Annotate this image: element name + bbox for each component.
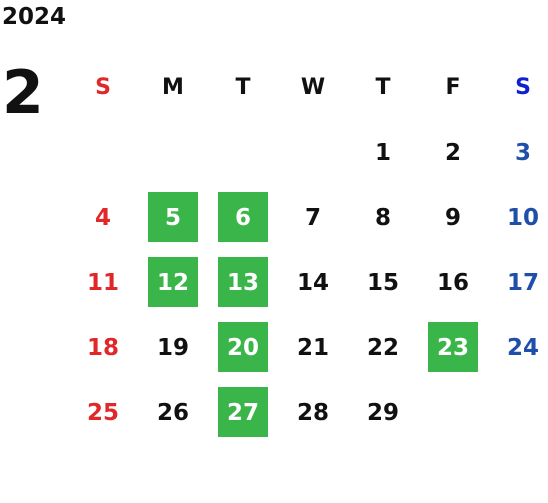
highlight-marker bbox=[428, 322, 478, 372]
day-cell[interactable]: 29 bbox=[348, 380, 418, 445]
day-cell[interactable]: 12 bbox=[138, 250, 208, 315]
day-cell[interactable]: 5 bbox=[138, 185, 208, 250]
weekday-header-fri: F bbox=[445, 75, 461, 100]
day-number: 21 bbox=[296, 334, 329, 361]
day-number: 15 bbox=[366, 269, 399, 296]
day-number: 9 bbox=[444, 204, 461, 231]
day-cell[interactable]: 26 bbox=[138, 380, 208, 445]
weekday-header-tue: T bbox=[235, 75, 251, 100]
day-number: 5 bbox=[164, 204, 181, 231]
day-number: 24 bbox=[506, 334, 539, 361]
day-cell[interactable]: 7 bbox=[278, 185, 348, 250]
day-cell[interactable]: 2 bbox=[418, 120, 488, 185]
weekday-header-thu: T bbox=[375, 75, 391, 100]
day-number: 14 bbox=[296, 269, 329, 296]
day-number: 12 bbox=[156, 269, 189, 296]
day-cell[interactable]: 24 bbox=[488, 315, 548, 380]
weekday-header-sat: S bbox=[515, 75, 531, 100]
day-number: 3 bbox=[514, 139, 531, 166]
day-number: 16 bbox=[436, 269, 469, 296]
day-cell[interactable]: 21 bbox=[278, 315, 348, 380]
highlight-marker bbox=[218, 257, 268, 307]
day-cell[interactable]: 11 bbox=[68, 250, 138, 315]
day-cell[interactable]: 8 bbox=[348, 185, 418, 250]
day-cell[interactable]: 4 bbox=[68, 185, 138, 250]
day-number: 19 bbox=[156, 334, 189, 361]
day-cell[interactable]: 23 bbox=[418, 315, 488, 380]
day-cell[interactable]: 6 bbox=[208, 185, 278, 250]
day-cell[interactable]: 19 bbox=[138, 315, 208, 380]
day-number: 18 bbox=[86, 334, 119, 361]
highlight-marker bbox=[148, 257, 198, 307]
day-number: 13 bbox=[226, 269, 259, 296]
highlight-marker bbox=[218, 322, 268, 372]
day-number: 22 bbox=[366, 334, 399, 361]
weekday-header-wed: W bbox=[300, 75, 326, 100]
day-cell[interactable]: 27 bbox=[208, 380, 278, 445]
day-number: 27 bbox=[226, 399, 259, 426]
day-cell[interactable]: 25 bbox=[68, 380, 138, 445]
day-cell[interactable]: 10 bbox=[488, 185, 548, 250]
day-number: 4 bbox=[94, 204, 111, 231]
day-number: 10 bbox=[506, 204, 539, 231]
day-number: 17 bbox=[506, 269, 539, 296]
day-cell[interactable]: 1 bbox=[348, 120, 418, 185]
day-cell[interactable]: 14 bbox=[278, 250, 348, 315]
day-number: 28 bbox=[296, 399, 329, 426]
day-number: 11 bbox=[86, 269, 119, 296]
day-number: 2 bbox=[444, 139, 461, 166]
calendar-month: 2 bbox=[2, 58, 44, 128]
day-cell[interactable]: 16 bbox=[418, 250, 488, 315]
day-number: 23 bbox=[436, 334, 469, 361]
day-cell[interactable]: 20 bbox=[208, 315, 278, 380]
day-cell[interactable]: 15 bbox=[348, 250, 418, 315]
day-cell[interactable]: 3 bbox=[488, 120, 548, 185]
day-cell[interactable]: 9 bbox=[418, 185, 488, 250]
day-number: 8 bbox=[374, 204, 391, 231]
day-number: 1 bbox=[374, 139, 391, 166]
day-cell[interactable]: 18 bbox=[68, 315, 138, 380]
day-number: 29 bbox=[366, 399, 399, 426]
weekday-header-sun: S bbox=[95, 75, 111, 100]
day-cell[interactable]: 28 bbox=[278, 380, 348, 445]
highlight-marker bbox=[218, 192, 268, 242]
day-cell[interactable]: 22 bbox=[348, 315, 418, 380]
day-number: 25 bbox=[86, 399, 119, 426]
day-cell[interactable]: 17 bbox=[488, 250, 548, 315]
day-number: 6 bbox=[234, 204, 251, 231]
day-number: 20 bbox=[226, 334, 259, 361]
calendar-year: 2024 bbox=[2, 4, 67, 30]
weekday-header-mon: M bbox=[162, 75, 184, 100]
day-number: 26 bbox=[156, 399, 189, 426]
highlight-marker bbox=[218, 387, 268, 437]
day-number: 7 bbox=[304, 204, 321, 231]
day-cell[interactable]: 13 bbox=[208, 250, 278, 315]
highlight-marker bbox=[148, 192, 198, 242]
